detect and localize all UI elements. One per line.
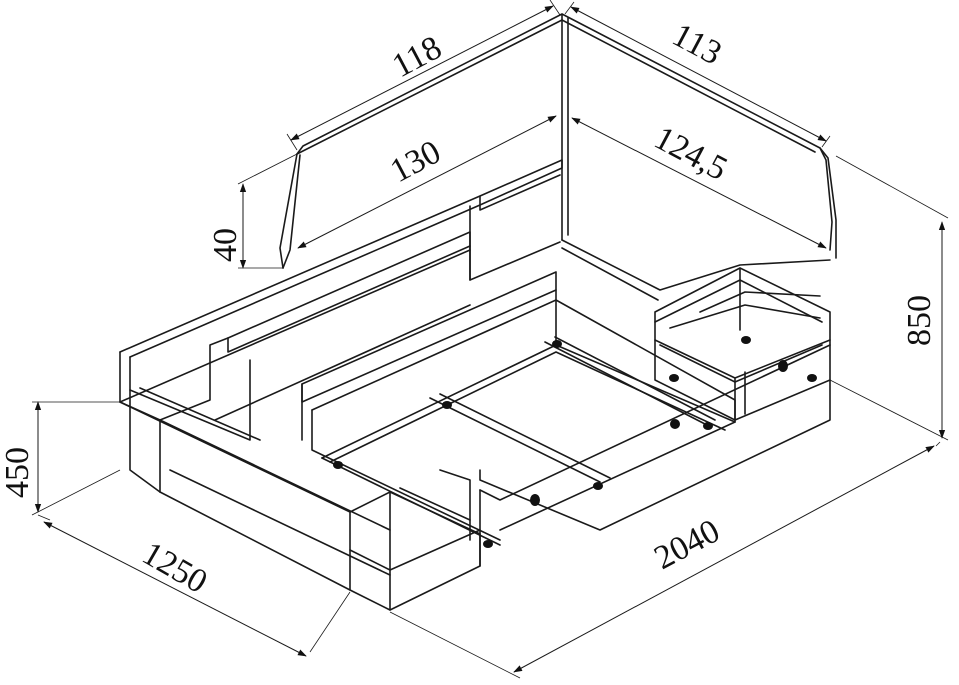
dim-label-40: 40 (207, 228, 244, 262)
headboard-outline (279, 13, 837, 269)
dim-label-1250: 1250 (136, 535, 213, 601)
dim-label-124-5: 124,5 (648, 119, 733, 188)
dim-label-450: 450 (0, 447, 36, 498)
dim-label-2040: 2040 (648, 512, 725, 577)
bed-frame (119, 159, 831, 611)
dim-label-850: 850 (901, 295, 938, 346)
dim-label-113: 113 (666, 16, 727, 72)
dim-label-130: 130 (384, 133, 446, 190)
dimension-lines (31, 0, 949, 679)
